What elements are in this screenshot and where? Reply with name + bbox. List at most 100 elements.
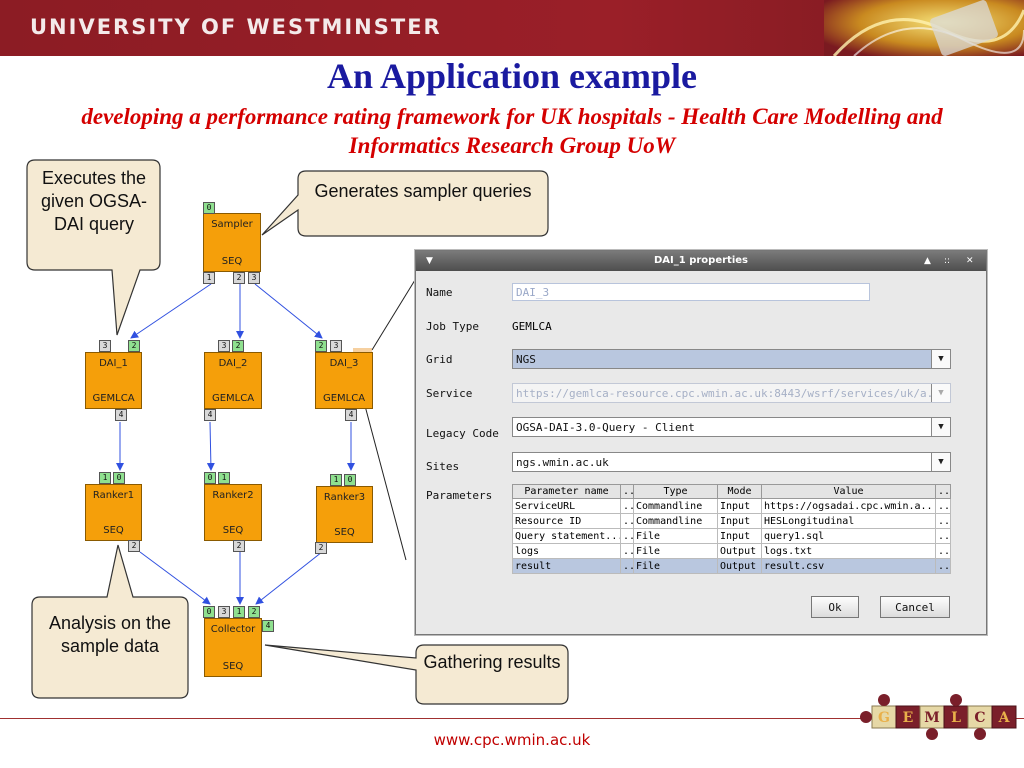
table-cell: query1.sql — [761, 528, 936, 544]
grid-value: NGS — [516, 353, 536, 366]
port[interactable]: 2 — [233, 540, 245, 552]
table-cell: Commandline — [633, 498, 718, 514]
chevron-down-icon[interactable]: ▼ — [931, 453, 950, 471]
node-dai-1[interactable]: DAI_1 GEMLCA — [85, 352, 142, 409]
node-sampler[interactable]: Sampler SEQ — [203, 213, 261, 272]
cancel-button[interactable]: Cancel — [880, 596, 950, 618]
table-cell: ... — [620, 543, 634, 559]
node-dai-2[interactable]: DAI_2 GEMLCA — [204, 352, 262, 409]
port[interactable]: 1 — [330, 474, 342, 486]
port[interactable]: 0 — [203, 202, 215, 214]
callout-generates-text: Generates sampler queries — [314, 181, 532, 201]
table-cell: ... — [620, 513, 634, 529]
grid-label: Grid — [426, 353, 453, 366]
port[interactable]: 2 — [232, 340, 244, 352]
table-cell: Input — [717, 513, 762, 529]
port[interactable]: 3 — [218, 340, 230, 352]
port[interactable]: 2 — [233, 272, 245, 284]
port[interactable]: 2 — [248, 606, 260, 618]
node-ranker-3[interactable]: Ranker3 SEQ — [316, 486, 373, 543]
job-type-value: GEMLCA — [512, 320, 552, 333]
node-name: DAI_1 — [99, 358, 128, 369]
university-name: UNIVERSITY OF WESTMINSTER — [30, 15, 442, 39]
dai-properties-dialog: DAI_1 properties ▼ ▲ :: ✕ Name DAI_3 Job… — [415, 250, 987, 635]
table-cell: Input — [717, 498, 762, 514]
table-cell: ServiceURL — [512, 498, 621, 514]
port[interactable]: 4 — [115, 409, 127, 421]
callout-generates-shape — [261, 170, 549, 237]
name-input[interactable]: DAI_3 — [512, 283, 870, 301]
port[interactable]: 3 — [330, 340, 342, 352]
port[interactable]: 1 — [233, 606, 245, 618]
port[interactable]: 4 — [204, 409, 216, 421]
node-ranker-2[interactable]: Ranker2 SEQ — [204, 484, 262, 541]
port[interactable]: 2 — [315, 542, 327, 554]
callout-analysis-shape — [31, 544, 189, 699]
column-header[interactable]: ... — [620, 484, 634, 499]
port[interactable]: 0 — [344, 474, 356, 486]
window-menu-icon[interactable]: ▼ — [426, 256, 433, 266]
table-row[interactable]: Query statement... ... File Input query1… — [512, 528, 951, 544]
port[interactable]: 3 — [218, 606, 230, 618]
table-row[interactable]: ServiceURL ... Commandline Input https:/… — [512, 498, 951, 514]
column-header[interactable]: Parameter name — [512, 484, 621, 499]
logo-letter: M — [924, 710, 940, 726]
legacy-code-select[interactable]: OGSA-DAI-3.0-Query - Client ▼ — [512, 417, 951, 437]
table-row[interactable]: result ... File Output result.csv ... — [512, 558, 951, 574]
port[interactable]: 2 — [315, 340, 327, 352]
table-cell: ... — [935, 498, 951, 514]
node-ranker-1[interactable]: Ranker1 SEQ — [85, 484, 142, 541]
port[interactable]: 1 — [203, 272, 215, 284]
port[interactable]: 3 — [248, 272, 260, 284]
table-cell: Resource ID — [512, 513, 621, 529]
table-cell: ... — [935, 513, 951, 529]
table-header-row: Parameter name ... Type Mode Value ... — [512, 484, 951, 499]
parameters-label: Parameters — [426, 489, 493, 502]
port[interactable]: 0 — [113, 472, 125, 484]
node-type: SEQ — [103, 525, 124, 536]
column-header[interactable]: Type — [633, 484, 718, 499]
table-cell: ... — [935, 528, 951, 544]
pin-icon[interactable]: :: — [944, 256, 951, 266]
table-cell: Commandline — [633, 513, 718, 529]
port[interactable]: 2 — [128, 540, 140, 552]
port[interactable]: 0 — [203, 606, 215, 618]
logo-letter: C — [974, 710, 985, 726]
port[interactable]: 2 — [128, 340, 140, 352]
port[interactable]: 1 — [218, 472, 230, 484]
node-collector[interactable]: Collector SEQ — [204, 618, 262, 677]
footer-url[interactable]: www.cpc.wmin.ac.uk — [433, 731, 591, 749]
table-row[interactable]: logs ... File Output logs.txt ... — [512, 543, 951, 559]
node-dai-3[interactable]: DAI_3 GEMLCA — [315, 352, 373, 409]
table-cell: result — [512, 558, 621, 574]
node-type: SEQ — [221, 256, 243, 267]
gemlca-logo: G E M L C A — [860, 694, 1017, 740]
column-header[interactable]: Value — [761, 484, 936, 499]
logo-letter: A — [998, 710, 1011, 726]
chevron-down-icon[interactable]: ▼ — [931, 350, 950, 368]
port[interactable]: 4 — [345, 409, 357, 421]
ok-button[interactable]: Ok — [811, 596, 859, 618]
slide-title: An Application example — [326, 56, 698, 96]
name-label: Name — [426, 286, 453, 299]
table-row[interactable]: Resource ID ... Commandline Input HESLon… — [512, 513, 951, 529]
service-select[interactable]: https://gemlca-resource.cpc.wmin.ac.uk:8… — [512, 383, 951, 403]
close-icon[interactable]: ✕ — [966, 256, 974, 266]
port[interactable]: 4 — [262, 620, 274, 632]
node-name: DAI_3 — [329, 358, 359, 369]
port[interactable]: 3 — [99, 340, 111, 352]
chevron-down-icon[interactable]: ▼ — [931, 418, 950, 436]
column-header[interactable]: Mode — [717, 484, 762, 499]
sites-select[interactable]: ngs.wmin.ac.uk ▼ — [512, 452, 951, 472]
node-type: SEQ — [334, 527, 355, 538]
maximize-icon[interactable]: ▲ — [924, 256, 931, 266]
zoom-line-bottom — [363, 401, 407, 561]
column-header[interactable]: ... — [935, 484, 951, 499]
logo-letter: G — [878, 710, 890, 726]
callout-executes-text: Executes the given OGSA-DAI query — [40, 168, 148, 234]
port[interactable]: 1 — [99, 472, 111, 484]
port[interactable]: 0 — [204, 472, 216, 484]
grid-select[interactable]: NGS ▼ — [512, 349, 951, 369]
chevron-down-icon[interactable]: ▼ — [931, 384, 950, 402]
